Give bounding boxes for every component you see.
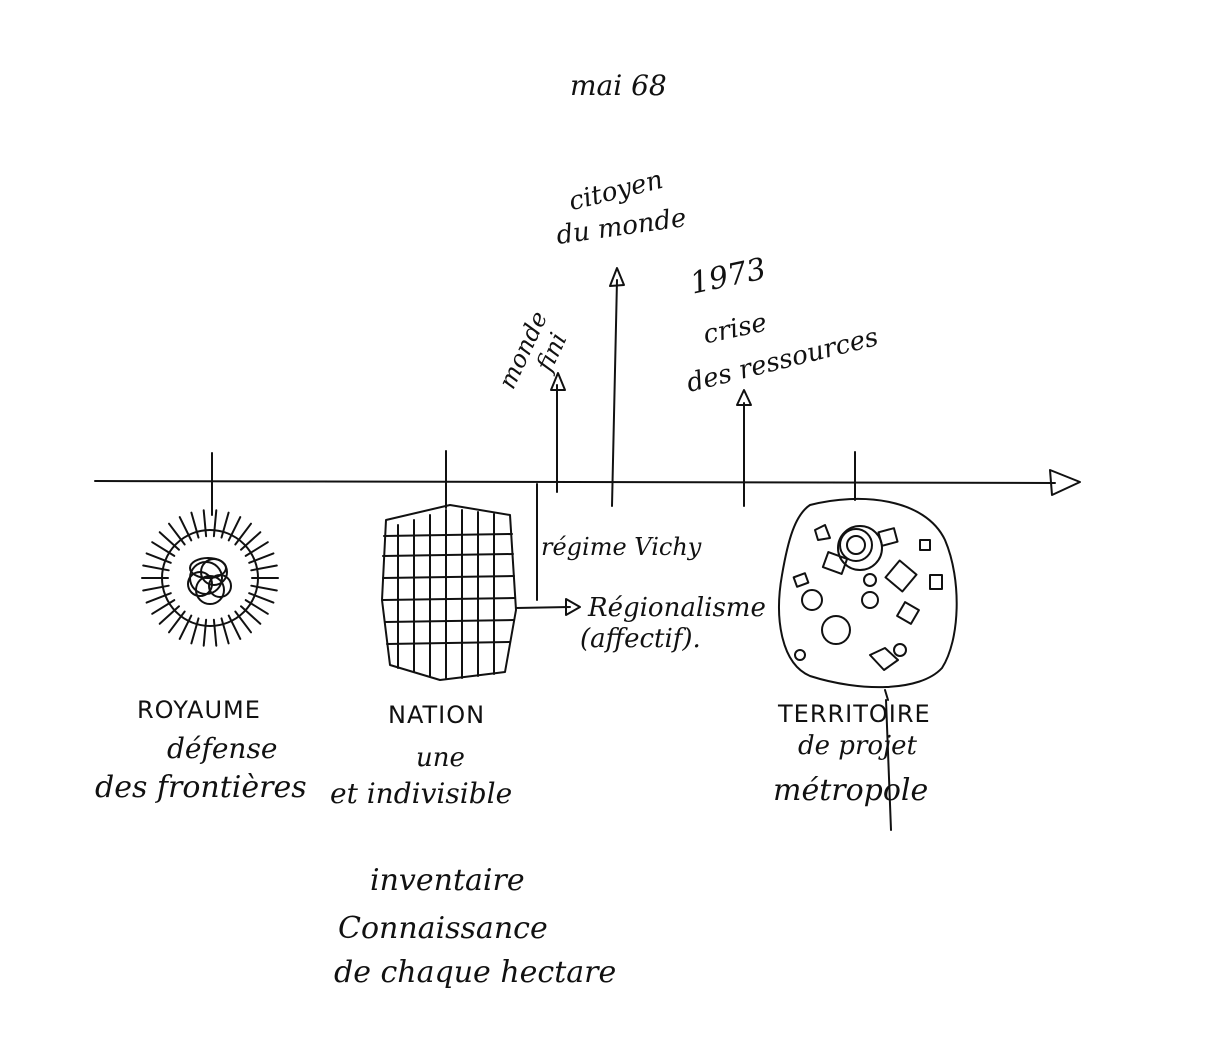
hatch-stroke <box>250 584 278 592</box>
note-inventaire: inventaire <box>370 863 525 898</box>
stage-territoire-title: TERRITOIRE <box>778 700 931 728</box>
nation-grid <box>381 504 517 681</box>
hatch-stroke <box>234 610 252 634</box>
hatch-stroke <box>202 618 208 647</box>
label-mai-68: mai 68 <box>570 69 667 102</box>
hatch-stroke <box>142 584 170 592</box>
stage-nation-line2: une <box>416 743 465 773</box>
arrow-regionalisme <box>515 606 571 609</box>
note-connaissance: Connaissance <box>338 911 548 946</box>
hatch-stroke <box>151 541 176 557</box>
timeline-axis <box>94 480 1056 484</box>
hatch-stroke <box>212 618 218 647</box>
label-regionalisme: Régionalisme <box>588 593 766 623</box>
territoire-blob <box>778 497 958 831</box>
hatch-stroke <box>151 599 176 615</box>
hatch-stroke <box>240 605 262 625</box>
hatch-stroke <box>227 614 242 640</box>
stage-nation-title: NATION <box>388 701 486 729</box>
stage-royaume-line3: des frontières <box>95 770 307 805</box>
stage-territoire-line2: de projet <box>798 731 917 761</box>
arrow-regionalisme-head <box>565 598 581 616</box>
hatch-stroke <box>220 617 230 645</box>
hatch-stroke <box>234 522 252 546</box>
note-chaque-hectare: de chaque hectare <box>334 955 617 990</box>
hatch-stroke <box>168 610 186 634</box>
hatch-stroke <box>248 552 275 564</box>
stage-nation-line3: et indivisible <box>330 777 513 810</box>
stage-royaume-title: ROYAUME <box>137 696 261 724</box>
hatch-stroke <box>212 509 218 538</box>
hatch-stroke <box>248 592 275 604</box>
hatch-stroke <box>244 599 269 615</box>
label-affectif: (affectif). <box>580 624 701 654</box>
hatch-stroke <box>227 516 242 542</box>
hatch-stroke <box>142 564 170 572</box>
stage-territoire-line3: métropole <box>773 773 929 808</box>
stage-royaume-line2: défense <box>167 732 278 765</box>
royaume-scribble <box>161 529 259 627</box>
hatch-stroke <box>145 592 172 604</box>
arrow-crise-head <box>736 389 752 406</box>
hatch-stroke <box>202 509 208 538</box>
hatch-stroke <box>220 511 230 539</box>
hatch-stroke <box>190 617 200 645</box>
hatch-stroke <box>244 541 269 557</box>
hatch-stroke <box>240 531 262 551</box>
hatch-stroke <box>250 564 278 572</box>
label-regime-vichy: régime Vichy <box>541 533 702 561</box>
arrow-citoyen-head <box>609 267 625 287</box>
hatch-stroke <box>178 614 193 640</box>
timeline-arrowhead <box>1049 469 1081 496</box>
hatch-stroke <box>145 552 172 564</box>
hatch-stroke <box>158 531 180 551</box>
hatch-stroke <box>158 605 180 625</box>
hatch-stroke <box>168 522 186 546</box>
hatch-stroke <box>178 516 193 542</box>
hatch-stroke <box>190 511 200 539</box>
royaume-border-hatching <box>141 509 279 647</box>
arrow-citoyen <box>611 279 618 507</box>
arrow-monde-fini-head <box>550 372 566 391</box>
